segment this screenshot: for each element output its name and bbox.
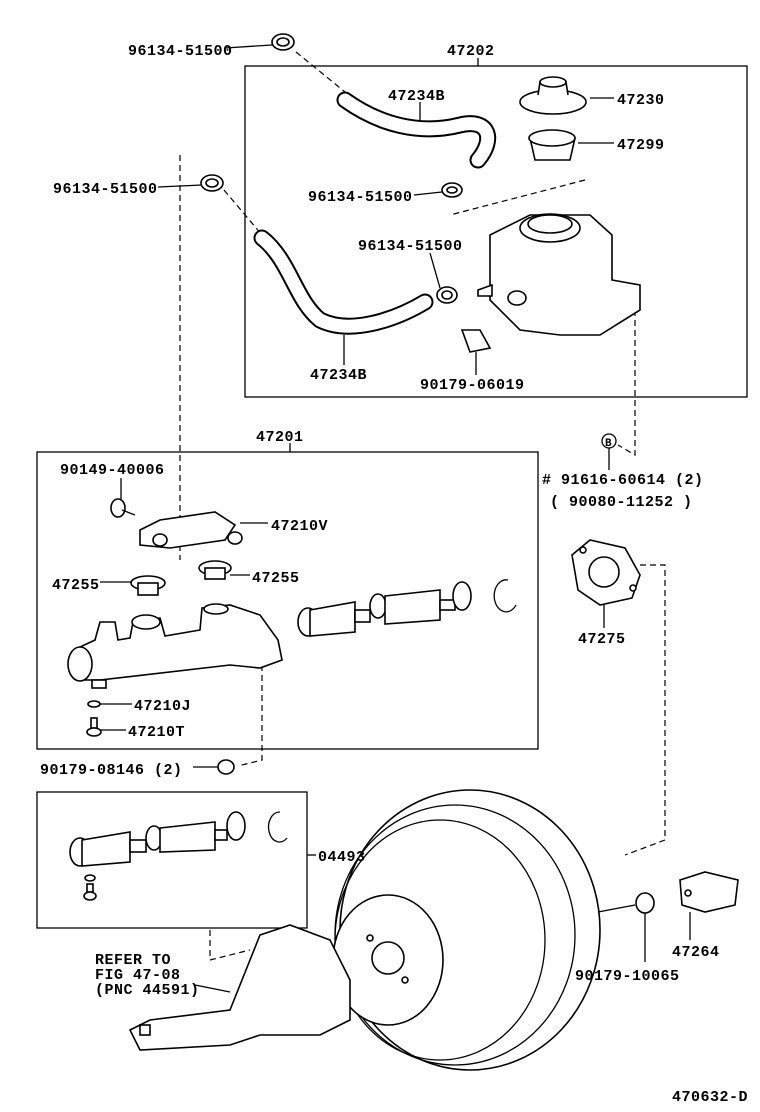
grommet — [130, 560, 232, 596]
part-label[interactable]: 47210J — [134, 698, 191, 715]
part-label[interactable]: 47255 — [52, 577, 100, 594]
hose-clip — [200, 33, 463, 304]
part-label[interactable]: 90179-10065 — [575, 968, 680, 985]
part-label[interactable]: 47230 — [617, 92, 665, 109]
hose-lower-47234b — [253, 229, 434, 335]
part-label[interactable]: ( 90080-11252 ) — [550, 494, 693, 511]
part-label[interactable]: 90179-06019 — [420, 377, 525, 394]
nut-clevis — [635, 892, 655, 914]
nut-mc — [217, 759, 235, 775]
repair-kit-pistons — [69, 811, 288, 901]
part-label[interactable]: 47275 — [578, 631, 626, 648]
master-cylinder-body — [67, 603, 283, 689]
part-label[interactable]: 47234B — [388, 88, 445, 105]
clevis — [679, 871, 739, 913]
part-label[interactable]: 90179-08146 (2) — [40, 762, 183, 779]
part-label[interactable]: 96134-51500 — [308, 189, 413, 206]
plug-t — [86, 717, 102, 737]
reservoir-sub-assembly — [139, 511, 243, 549]
reference-note[interactable]: FIG 47-08 — [95, 967, 181, 984]
brake-booster — [332, 789, 636, 1071]
part-label[interactable]: 47201 — [256, 429, 304, 446]
part-label[interactable]: 96134-51500 — [53, 181, 158, 198]
reservoir-tank — [477, 213, 641, 336]
part-label[interactable]: 47264 — [672, 944, 720, 961]
part-label[interactable]: 47255 — [252, 570, 300, 587]
part-label[interactable]: 47234B — [310, 367, 367, 384]
reservoir-nut — [460, 329, 492, 353]
part-label[interactable]: 90149-40006 — [60, 462, 165, 479]
reservoir-strainer — [528, 129, 576, 161]
reservoir-assembly-box — [244, 65, 748, 398]
part-label[interactable]: 47210T — [128, 724, 185, 741]
part-label[interactable]: 96134-51500 — [358, 238, 463, 255]
part-label[interactable]: # 91616-60614 (2) — [542, 472, 704, 489]
part-label[interactable]: 04493 — [318, 849, 366, 866]
repair-kit-box — [36, 791, 308, 929]
booster-gasket — [571, 539, 641, 606]
reference-note: REFER TO — [95, 952, 171, 969]
figure-id: 470632-D — [672, 1089, 748, 1106]
piston-assembly — [297, 579, 517, 637]
booster-bracket — [128, 924, 351, 1051]
reference-note: (PNC 44591) — [95, 982, 200, 999]
part-label[interactable]: 47299 — [617, 137, 665, 154]
reservoir-cap — [519, 76, 587, 115]
part-label[interactable]: 96134-51500 — [128, 43, 233, 60]
hose-upper-47234b — [336, 91, 497, 169]
reference-b-label: B — [605, 438, 612, 450]
part-label[interactable]: 47210V — [271, 518, 328, 535]
screw-90149 — [110, 498, 136, 518]
master-cylinder-assembly-box — [36, 451, 539, 750]
gasket-j — [87, 700, 101, 708]
reference-b-marker — [601, 433, 617, 449]
part-label[interactable]: 47202 — [447, 43, 495, 60]
